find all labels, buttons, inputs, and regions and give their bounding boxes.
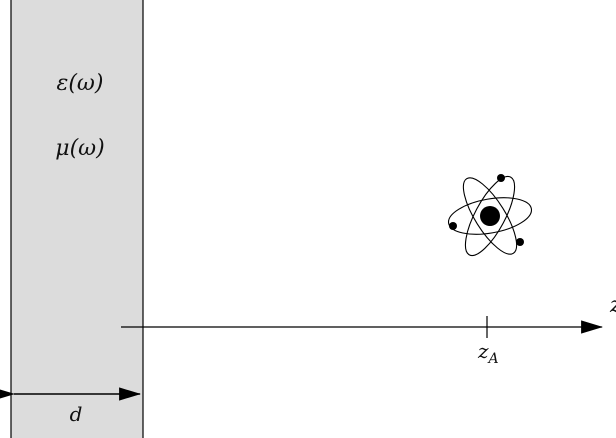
dielectric-slab (11, 0, 143, 438)
permittivity-label: ε(ω) (57, 71, 104, 96)
thickness-label: d (70, 402, 83, 426)
permeability-label: μ(ω) (55, 136, 104, 161)
atom-position-subscript: A (487, 351, 499, 367)
atom-orbit-horizontal (447, 197, 533, 235)
atom-electron-3 (516, 238, 524, 246)
atom-icon (447, 174, 533, 257)
atom-orbit-right (464, 175, 516, 257)
atom-electron-1 (497, 174, 505, 182)
z-axis-label: z (609, 293, 616, 318)
atom-position-symbol: z (477, 339, 489, 363)
atom-nucleus (480, 206, 500, 226)
atom-electron-2 (449, 222, 457, 230)
atom-orbit-left (462, 177, 518, 255)
atom-position-label: zA (477, 339, 499, 367)
